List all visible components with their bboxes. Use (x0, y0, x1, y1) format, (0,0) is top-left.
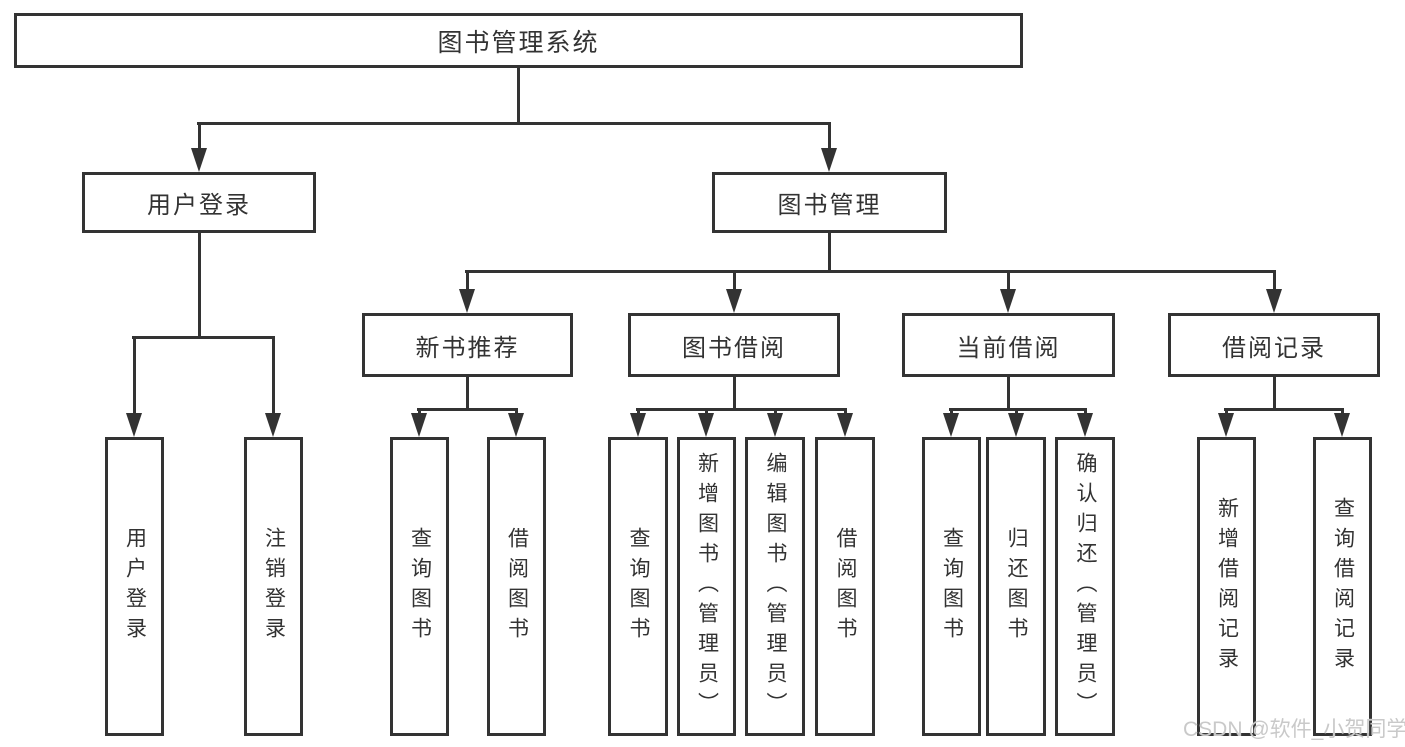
connector-arrow-shaft (1007, 270, 1010, 291)
connector-arrow-shaft (1225, 408, 1228, 415)
leaf-current-confirm-return-admin-label: 确认归还（管理员） (1074, 451, 1097, 722)
node-current-borrowing-label: 当前借阅 (956, 334, 1061, 362)
connector-arrow-shaft (705, 408, 708, 415)
connector-arrow-shaft (844, 408, 847, 415)
node-book-borrowing: 图书借阅 (628, 313, 840, 377)
arrow-down-icon (411, 413, 427, 437)
leaf-records-query-record-label: 查询借阅记录 (1331, 496, 1355, 677)
connector-stem-line (828, 233, 831, 273)
leaf-current-return-books: 归还图书 (986, 437, 1046, 736)
arrow-down-icon (508, 413, 524, 437)
connector-branch-line (949, 408, 1087, 411)
connector-stem-line (466, 377, 469, 410)
node-book-management: 图书管理 (712, 172, 947, 233)
arrow-down-icon (459, 289, 475, 313)
leaf-records-add-record: 新增借阅记录 (1197, 437, 1256, 736)
connector-arrow-shaft (950, 408, 953, 415)
arrow-down-icon (943, 413, 959, 437)
leaf-records-query-record: 查询借阅记录 (1313, 437, 1372, 736)
connector-arrow-shaft (272, 336, 275, 415)
leaf-borrowing-borrow-books-label: 借阅图书 (834, 526, 857, 647)
leaf-borrowing-add-books-admin-label: 新增图书（管理员） (695, 451, 719, 722)
connector-branch-line (465, 270, 1276, 273)
connector-arrow-shaft (133, 336, 136, 415)
arrow-down-icon (767, 413, 783, 437)
node-root: 图书管理系统 (14, 13, 1023, 68)
leaf-current-query-books-label: 查询图书 (940, 526, 964, 647)
arrow-down-icon (698, 413, 714, 437)
arrow-down-icon (1266, 289, 1282, 313)
arrow-down-icon (126, 413, 142, 437)
connector-arrow-shaft (466, 270, 469, 291)
arrow-down-icon (630, 413, 646, 437)
leaf-borrowing-edit-books-admin: 编辑图书（管理员） (745, 437, 805, 736)
connector-branch-line (636, 408, 847, 411)
leaf-borrowing-query-books: 查询图书 (608, 437, 668, 736)
connector-arrow-shaft (828, 122, 831, 150)
arrow-down-icon (837, 413, 853, 437)
arrow-down-icon (191, 148, 207, 172)
connector-stem-line (733, 377, 736, 410)
leaf-borrowing-add-books-admin: 新增图书（管理员） (677, 437, 736, 736)
connector-arrow-shaft (733, 270, 736, 291)
connector-arrow-shaft (1341, 408, 1344, 415)
connector-branch-line (197, 122, 831, 125)
connector-arrow-shaft (1015, 408, 1018, 415)
connector-arrow-shaft (1273, 270, 1276, 291)
connector-arrow-shaft (1084, 408, 1087, 415)
leaf-borrowing-borrow-books: 借阅图书 (815, 437, 875, 736)
connector-arrow-shaft (515, 408, 518, 415)
node-book-borrowing-label: 图书借阅 (682, 334, 786, 362)
arrow-down-icon (1000, 289, 1016, 313)
connector-branch-line (417, 408, 518, 411)
arrow-down-icon (726, 289, 742, 313)
node-new-book-recommend: 新书推荐 (362, 313, 573, 377)
node-user-login: 用户登录 (82, 172, 316, 233)
leaf-current-confirm-return-admin: 确认归还（管理员） (1055, 437, 1115, 736)
connector-branch-line (1224, 408, 1344, 411)
arrow-down-icon (1008, 413, 1024, 437)
leaf-logout: 注销登录 (244, 437, 303, 736)
node-borrowing-records: 借阅记录 (1168, 313, 1380, 377)
arrow-down-icon (1334, 413, 1350, 437)
leaf-newbook-borrow-books-label: 借阅图书 (505, 526, 529, 647)
connector-stem-line (1273, 377, 1276, 410)
connector-arrow-shaft (637, 408, 640, 415)
node-borrowing-records-label: 借阅记录 (1222, 334, 1326, 362)
connector-arrow-shaft (774, 408, 777, 415)
node-user-login-label: 用户登录 (147, 192, 251, 219)
arrow-down-icon (265, 413, 281, 437)
connector-arrow-shaft (198, 122, 201, 150)
leaf-borrowing-query-books-label: 查询图书 (627, 526, 650, 647)
arrow-down-icon (821, 148, 837, 172)
leaf-user-login: 用户登录 (105, 437, 164, 736)
connector-stem-line (517, 68, 520, 124)
leaf-current-query-books: 查询图书 (922, 437, 981, 736)
watermark: CSDN @软件_小贺同学 (1183, 718, 1405, 741)
node-root-label: 图书管理系统 (437, 28, 600, 57)
connector-stem-line (198, 233, 201, 338)
arrow-down-icon (1077, 413, 1093, 437)
node-new-book-recommend-label: 新书推荐 (415, 334, 520, 362)
leaf-borrowing-edit-books-admin-label: 编辑图书（管理员） (764, 451, 787, 722)
connector-stem-line (1007, 377, 1010, 410)
connector-branch-line (132, 336, 275, 339)
leaf-records-add-record-label: 新增借阅记录 (1215, 496, 1239, 677)
node-book-management-label: 图书管理 (777, 192, 882, 219)
node-current-borrowing: 当前借阅 (902, 313, 1115, 377)
leaf-newbook-borrow-books: 借阅图书 (487, 437, 546, 736)
leaf-user-login-label: 用户登录 (123, 526, 147, 647)
leaf-current-return-books-label: 归还图书 (1005, 526, 1028, 647)
leaf-newbook-query-books: 查询图书 (390, 437, 449, 736)
leaf-logout-label: 注销登录 (262, 526, 286, 647)
arrow-down-icon (1218, 413, 1234, 437)
connector-arrow-shaft (418, 408, 421, 415)
leaf-newbook-query-books-label: 查询图书 (408, 526, 432, 647)
